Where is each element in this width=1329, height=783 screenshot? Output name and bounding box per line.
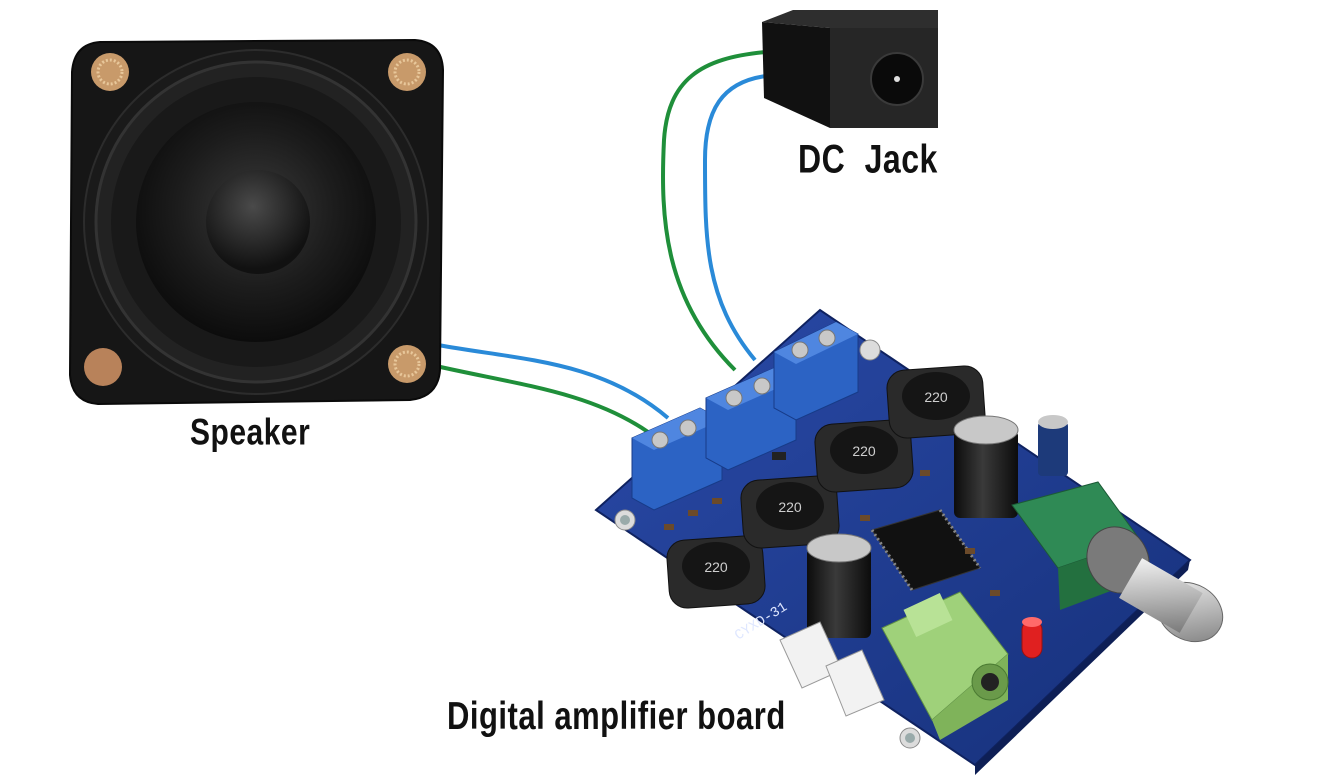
speaker-wires bbox=[435, 343, 670, 434]
mounting-pad bbox=[84, 348, 122, 386]
speaker-dust-cap bbox=[206, 170, 310, 274]
amplifier-chip bbox=[870, 509, 982, 591]
mounting-hole bbox=[859, 339, 881, 361]
input-connector bbox=[779, 621, 885, 717]
dc-jack-side bbox=[762, 22, 830, 128]
inductor: 220 bbox=[740, 475, 840, 549]
speaker bbox=[68, 38, 445, 406]
inductor-marking: 220 bbox=[852, 443, 876, 459]
speaker-label: Speaker bbox=[190, 412, 311, 454]
inductor: 220 bbox=[666, 535, 766, 609]
capacitor-large bbox=[953, 415, 1019, 518]
terminal-block-speaker-2 bbox=[773, 321, 859, 421]
speaker-wire-green bbox=[435, 364, 650, 434]
dc-jack-top bbox=[762, 10, 938, 28]
volume-potentiometer bbox=[1011, 481, 1224, 643]
dc-jack bbox=[762, 10, 938, 128]
capacitor-small bbox=[1038, 415, 1068, 476]
audio-input-jack bbox=[881, 591, 1009, 740]
dc-jack-wires bbox=[661, 50, 767, 372]
smd-components bbox=[664, 452, 1000, 596]
dc-wire-blue bbox=[702, 74, 767, 362]
inductor: 220 bbox=[814, 419, 914, 493]
inductor: 220 bbox=[886, 365, 986, 439]
inductor-marking: 220 bbox=[704, 559, 728, 575]
inductor-marking: 220 bbox=[924, 389, 948, 405]
dc-wire-green bbox=[661, 50, 767, 372]
speaker-wire-blue bbox=[437, 343, 670, 420]
inductor-marking: 220 bbox=[778, 499, 802, 515]
status-led bbox=[1021, 617, 1043, 659]
capacitor-large bbox=[806, 533, 872, 638]
dc-jack-label: DC Jack bbox=[798, 136, 938, 181]
amplifier-board-label: Digital amplifier board bbox=[447, 694, 786, 738]
terminal-block-speaker bbox=[631, 407, 723, 511]
